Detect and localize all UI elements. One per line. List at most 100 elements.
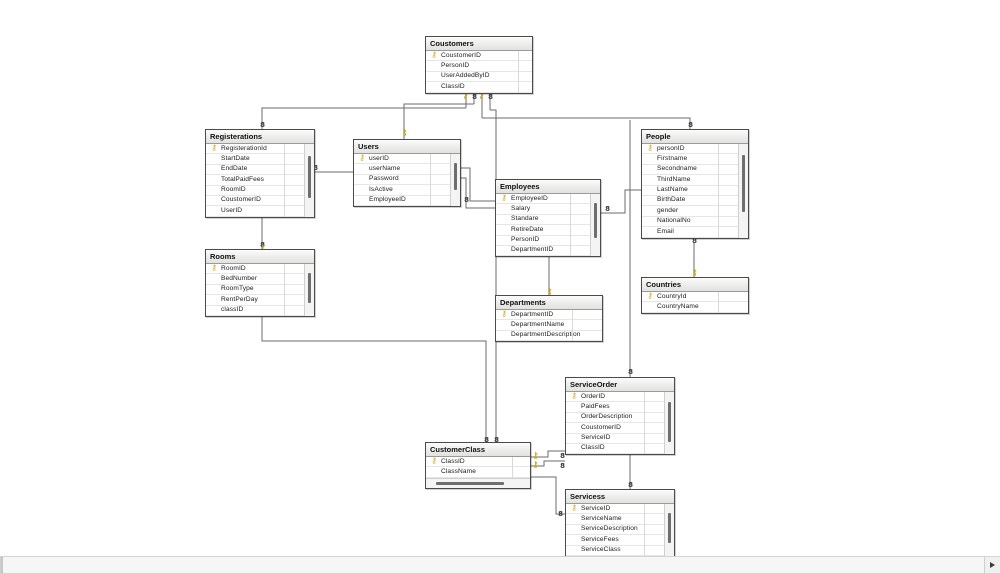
column-row[interactable]: IsActive (354, 185, 460, 196)
column-row[interactable]: ⚷RoomID (206, 264, 314, 275)
column-row[interactable]: RentPerDay (206, 295, 314, 306)
column-row[interactable]: CoustomerID (206, 196, 314, 207)
column-row[interactable]: CountryName (642, 302, 748, 313)
table-title-people[interactable]: People (642, 130, 748, 144)
column-row[interactable]: gender (642, 206, 748, 217)
table-title-employees[interactable]: Employees (496, 180, 600, 194)
column-row[interactable]: RoomType (206, 285, 314, 296)
column-row[interactable]: EmployeeID (354, 196, 460, 206)
column-row[interactable]: userName (354, 164, 460, 175)
column-row[interactable]: DepartmentDescription (496, 331, 602, 342)
column-row[interactable]: ⚷EmployeeID (496, 194, 600, 205)
column-row[interactable]: ThirdName (642, 175, 748, 186)
column-row[interactable]: Firstname (642, 154, 748, 165)
column-row[interactable]: ServiceClass (566, 546, 674, 556)
column-row[interactable]: StartDate (206, 154, 314, 165)
column-row[interactable]: PersonID (496, 236, 600, 246)
table-title-servicess[interactable]: Servicess (566, 490, 674, 504)
table-vertical-scrollbar[interactable] (590, 194, 600, 257)
column-row[interactable]: PaidFees (566, 402, 674, 413)
column-row[interactable]: ⚷ClassID (426, 457, 530, 468)
column-row[interactable]: UserAddedByID (426, 72, 532, 83)
scrollbar-thumb[interactable] (436, 481, 504, 485)
edge-coustomers-users (403, 103, 474, 139)
table-title-countries[interactable]: Countries (642, 278, 748, 292)
column-row[interactable]: PersonID (426, 61, 532, 72)
column-row[interactable]: ServiceName (566, 514, 674, 525)
column-row[interactable]: Salary (496, 204, 600, 215)
table-vertical-scrollbar[interactable] (450, 154, 460, 206)
column-row[interactable]: ⚷CountryId (642, 292, 748, 303)
column-row[interactable]: ⚷OrderID (566, 392, 674, 403)
column-row[interactable]: ClassID (566, 444, 674, 455)
column-row[interactable]: Secondname (642, 165, 748, 176)
table-vertical-scrollbar[interactable] (664, 392, 674, 455)
column-row[interactable]: Password (354, 175, 460, 186)
scrollbar-thumb[interactable] (594, 203, 597, 238)
table-title-departments[interactable]: Departments (496, 296, 602, 310)
column-row[interactable]: ⚷RegisterationId (206, 144, 314, 155)
table-vertical-scrollbar[interactable] (304, 264, 314, 316)
scrollbar-thumb[interactable] (668, 402, 671, 442)
table-title-users[interactable]: Users (354, 140, 460, 154)
column-row[interactable]: ⚷DepartmentID (496, 310, 602, 321)
column-row[interactable]: ClassName (426, 467, 530, 478)
column-row[interactable]: Standare (496, 215, 600, 226)
primary-key-icon: ⚷ (208, 144, 220, 153)
column-row[interactable]: RetireDate (496, 225, 600, 236)
column-row[interactable]: NationalNo (642, 217, 748, 228)
column-row[interactable]: ⚷ServiceID (566, 504, 674, 515)
column-row[interactable]: BedNumber (206, 274, 314, 285)
table-horizontal-scrollbar[interactable] (426, 477, 530, 488)
table-vertical-scrollbar[interactable] (738, 144, 748, 238)
table-title-serviceorder[interactable]: ServiceOrder (566, 378, 674, 392)
table-title-customerclass[interactable]: CustomerClass (426, 443, 530, 457)
column-row[interactable]: TotalPaidFees (206, 175, 314, 186)
scrollbar-thumb[interactable] (668, 513, 671, 543)
table-vertical-scrollbar[interactable] (664, 504, 674, 556)
scrollbar-track[interactable] (0, 557, 985, 573)
column-row[interactable]: ⚷userID (354, 154, 460, 165)
column-row[interactable]: ClassID (426, 82, 532, 93)
table-title-rooms[interactable]: Rooms (206, 250, 314, 264)
column-row[interactable]: ⚷CoustomerID (426, 51, 532, 62)
column-row[interactable]: ServiceDescription (566, 525, 674, 536)
column-row[interactable]: EndDate (206, 165, 314, 176)
column-row[interactable]: ServiceID (566, 434, 674, 444)
scrollbar-thumb[interactable] (1, 558, 3, 572)
table-title-registerations[interactable]: Registerations (206, 130, 314, 144)
relationship-infinity-endpoint: 8 (628, 368, 633, 376)
column-row[interactable]: LastName (642, 186, 748, 196)
scroll-right-arrow-icon[interactable] (985, 557, 1000, 573)
horizontal-scrollbar[interactable] (0, 556, 1000, 573)
scrollbar-thumb[interactable] (742, 155, 745, 212)
column-row[interactable]: classID (206, 306, 314, 316)
column-row[interactable]: ⚷personID (642, 144, 748, 155)
column-row[interactable]: OrderDescription (566, 413, 674, 424)
column-row[interactable]: DepartmentID (496, 246, 600, 257)
table-vertical-scrollbar[interactable] (304, 144, 314, 217)
table-title-coustomers[interactable]: Coustomers (426, 37, 532, 51)
scrollbar-thumb[interactable] (308, 156, 311, 198)
column-row[interactable]: BirthDate (642, 196, 748, 207)
column-row[interactable]: RoomID (206, 186, 314, 196)
column-row[interactable]: UserID (206, 206, 314, 217)
column-row[interactable]: Email (642, 227, 748, 238)
column-row[interactable]: CoustomerID (566, 423, 674, 434)
scrollbar-thumb[interactable] (454, 163, 457, 190)
diagram-canvas[interactable]: ⚷ 8 ⚷ 8 8 ⚷ 8 8 ⚷ 8 ⚷ 8 ⚷ 8 8 8 ⚷ ⚷ ⚷ 8 … (0, 0, 1000, 556)
column-row[interactable]: ServiceFees (566, 535, 674, 546)
scrollbar-thumb[interactable] (308, 273, 311, 303)
column-row[interactable]: DepartmentName (496, 320, 602, 331)
